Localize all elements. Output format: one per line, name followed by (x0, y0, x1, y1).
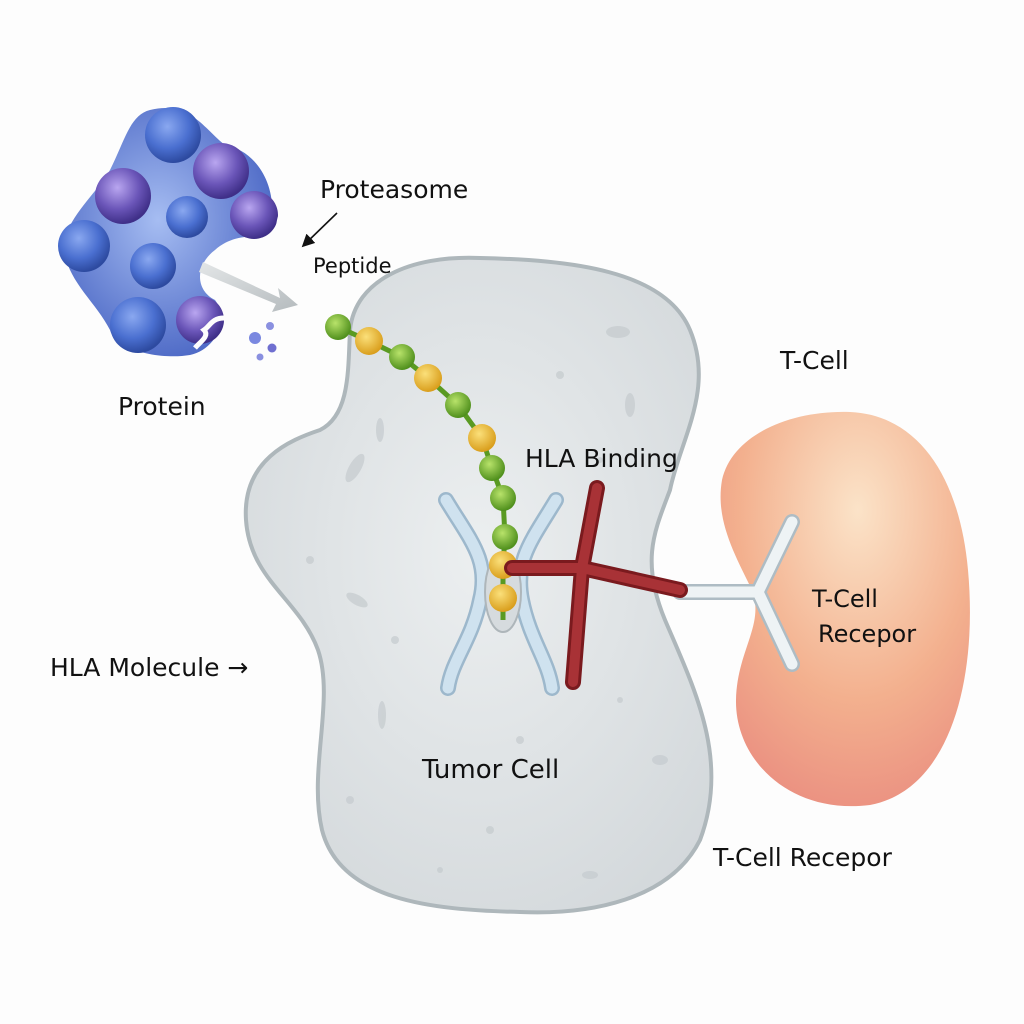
hla-molecule-arrow-icon: → (227, 653, 248, 682)
peptide-bead-green (479, 455, 505, 481)
peptide-bead-green (389, 344, 415, 370)
label-hla-molecule: HLA Molecule → (50, 653, 248, 682)
fragment-dot (266, 322, 274, 330)
protein-sphere-broken (230, 191, 278, 239)
hla-binding-shape (504, 480, 688, 690)
protein-sphere (130, 243, 176, 289)
break-mark (193, 315, 225, 350)
processing-arrow (199, 262, 298, 312)
fragment-dot (256, 353, 264, 361)
peptide-bead-yellow (489, 584, 517, 612)
protein-sphere (110, 297, 166, 353)
protein-sphere-broken (176, 296, 224, 344)
label-tcr-bottom: T-Cell Recepor (712, 843, 893, 872)
peptide-bead-green (492, 524, 518, 550)
peptide-bead-yellow (355, 327, 383, 355)
label-protein: Protein (118, 392, 206, 421)
label-peptide: Peptide (313, 254, 391, 278)
label-t-cell: T-Cell (779, 346, 849, 375)
peptide-bead-green (445, 392, 471, 418)
fragment-dot (249, 332, 261, 344)
proteasome-pointer-arrow (301, 212, 338, 248)
label-proteasome: Proteasome (320, 175, 468, 204)
peptide-bead-green (325, 314, 351, 340)
protein-sphere (166, 196, 208, 238)
hla-molecule (438, 492, 564, 696)
break-mark (265, 207, 288, 251)
label-tumor-cell: Tumor Cell (421, 755, 559, 785)
protein-sphere (95, 168, 151, 224)
peptide-bead-yellow (414, 364, 442, 392)
protein-sphere (193, 143, 249, 199)
label-tcr-inner-2: Recepor (818, 620, 916, 648)
fragment-dot (267, 343, 277, 353)
protein-sphere (145, 107, 201, 163)
protein-sphere (58, 220, 110, 272)
label-tcr-inner-1: T-Cell (811, 585, 878, 613)
peptide-bead-green (490, 485, 516, 511)
label-hla-binding: HLA Binding (525, 444, 678, 473)
cell-texture (306, 326, 668, 879)
peptide-bead-yellow (468, 424, 496, 452)
t-cell (720, 411, 970, 807)
protein-cluster (58, 107, 288, 361)
t-cell-receptor-shape (672, 514, 800, 672)
